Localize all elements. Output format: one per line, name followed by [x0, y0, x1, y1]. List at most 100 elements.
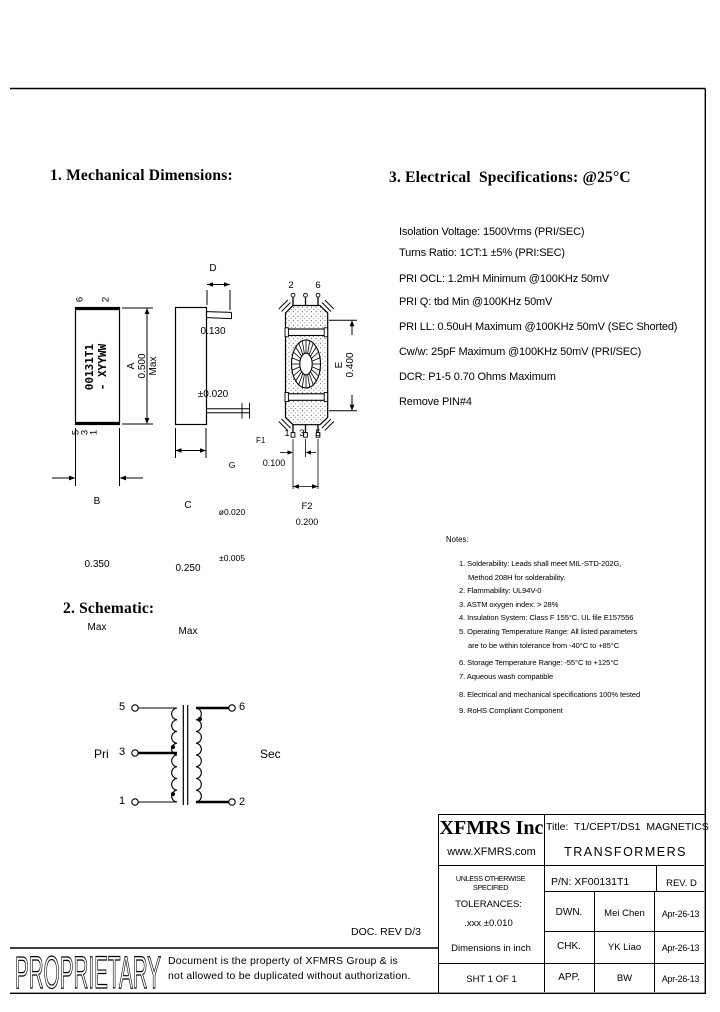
schematic-pin-5: 5 [119, 701, 126, 713]
note-line: 1. Solderability: Leads shall meet MIL-S… [459, 559, 622, 568]
dim-g-tol: ±0.005 [219, 553, 245, 563]
dim-a-label: A 0.500 Max [126, 311, 160, 421]
title-block: XFMRS Inc www.XFMRS.com Title: T1/CEPT/D… [438, 814, 709, 994]
dim-g-label: G ø0.020 ±0.005 [208, 427, 256, 598]
part-number: P/N: XF00131T1 [551, 876, 630, 888]
proprietary-note: Document is the property of XFMRS Group … [168, 954, 411, 983]
dim-d-value: 0.130 [200, 326, 226, 337]
front-view-drawing [278, 292, 357, 489]
drawing-title-line2: TRANSFORMERS [564, 845, 687, 859]
titleblock-divider [594, 891, 596, 993]
dim-c-max: Max [178, 626, 198, 637]
schematic-pin-3: 3 [119, 746, 126, 758]
schematic-sec-label: Sec [260, 747, 281, 761]
side-view-drawing [174, 282, 250, 458]
checked-by: YK Liao [607, 942, 642, 953]
frontview-pin-3: 3 [299, 428, 305, 439]
dim-b-value: 0.350 [84, 559, 110, 570]
dim-e-label: E 0.400 [334, 335, 356, 395]
checked-date: Apr-26-13 [661, 943, 700, 953]
section-schematic-heading: 2. Schematic: [63, 600, 155, 617]
notes-heading: Notes: [446, 535, 469, 544]
titleblock-divider [439, 865, 705, 867]
dim-a-max: Max [148, 356, 159, 376]
notes-list: 1. Solderability: Leads shall meet MIL-S… [459, 557, 714, 718]
sheet-number: SHT 1 OF 1 [466, 974, 517, 985]
dim-d-label: D 0.130 ±0.020 [188, 216, 238, 447]
top-view-drawing [52, 306, 153, 486]
note-line: are to be within tolerance from -40°C to… [468, 640, 620, 650]
company-website: www.XFMRS.com [447, 846, 536, 858]
dim-e-letter: E [334, 361, 345, 369]
note-line: 3. ASTM oxygen index: > 28% [459, 599, 559, 609]
spec-remove-pin: Remove PIN#4 [399, 396, 472, 408]
doc-rev: DOC. REV D/3 [351, 926, 422, 938]
marking-line1: 00131T1 [83, 343, 96, 391]
schematic-pri-label: Pri [94, 747, 109, 761]
section-mechanical-heading: 1. Mechanical Dimensions: [50, 167, 233, 184]
note-line: 8. Electrical and mechanical specificati… [459, 690, 641, 700]
note-line: Method 208H for solderability. [468, 572, 566, 582]
note-line: 6. Storage Temperature Range: -55°C to +… [459, 658, 619, 668]
note-line: 7. Aqueous wash compatible [459, 671, 554, 681]
dim-d-letter: D [209, 263, 217, 274]
dimensions-in-inch: Dimensions in inch [451, 943, 531, 954]
spec-dcr: DCR: P1-5 0.70 Ohms Maximum [399, 371, 556, 383]
drawing-title-line1: Title: T1/CEPT/DS1 MAGNETICS [546, 821, 709, 833]
dim-a-value: 0.500 [137, 353, 148, 379]
note-line: 2. Flammability: UL94V-0 [459, 586, 542, 596]
approved-date: Apr-26-13 [661, 974, 700, 984]
marking-line2: - XYYWW [96, 343, 109, 391]
dim-e-value: 0.400 [345, 352, 356, 378]
frontview-pin-1: 1 [284, 428, 290, 439]
drawn-date: Apr-26-13 [661, 909, 700, 919]
role-chk: CHK. [557, 941, 581, 952]
dim-c-value: 0.250 [175, 563, 201, 574]
frontview-pin-2: 2 [288, 280, 294, 291]
dim-g-letter: G [228, 460, 236, 470]
tolerance-value: .xxx ±0.010 [464, 918, 513, 929]
drawn-by: Mei Chen [604, 908, 645, 919]
unless-otherwise-specified: UNLESS OTHERWISE SPECIFIED [455, 874, 526, 892]
spec-cww: Cw/w: 25pF Maximum @100KHz 50mV (PRI/SEC… [399, 346, 642, 358]
proprietary-word: PROPRIETARY [15, 947, 161, 998]
titleblock-divider [656, 865, 658, 891]
company-name: XFMRS Inc [439, 817, 544, 839]
revision: REV. D [666, 878, 697, 889]
note-line: 9. RoHS Compliant Component [459, 705, 563, 715]
schematic-drawing [131, 704, 236, 806]
topview-pin-6: 6 [74, 296, 86, 303]
dim-g-value: ø0.020 [218, 506, 246, 517]
role-dwn: DWN. [555, 907, 583, 918]
toroid-spokes [291, 340, 321, 388]
note-line: 4. Insulation System: Class F 155°C. UL … [459, 613, 634, 623]
schematic-pin-6: 6 [239, 701, 246, 713]
dim-c-letter: C [184, 500, 192, 511]
schematic-pin-1: 1 [119, 795, 126, 807]
frontview-pin-6: 6 [315, 280, 321, 291]
dim-d-tol: ±0.020 [197, 389, 229, 400]
dim-c-label: C 0.250 Max [163, 453, 213, 684]
dim-f2-letter: F2 [301, 501, 313, 512]
section-electrical-heading: 3. Electrical Specifications: @25°C [389, 169, 631, 186]
titleblock-divider [544, 815, 546, 993]
spec-pri-ocl: PRI OCL: 1.2mH Minimum @100KHz 50mV [399, 273, 610, 285]
approved-by: BW [616, 973, 633, 984]
dim-f2-value: 0.200 [295, 517, 319, 527]
schematic-pin-2: 2 [239, 796, 246, 808]
dim-b-label: B 0.350 Max [72, 449, 122, 680]
titleblock-divider [439, 963, 705, 965]
titleblock-divider [544, 891, 705, 893]
dim-b-max: Max [87, 622, 107, 633]
titleblock-divider [544, 931, 705, 933]
spec-pri-ll: PRI LL: 0.50uH Maximum @100KHz 50mV (SEC… [399, 321, 678, 333]
part-marking: 00131T1- XYYWW [83, 312, 109, 422]
note-line: 5. Operating Temperature Range: All list… [459, 626, 638, 636]
dim-f1-value: 0.100 [262, 458, 286, 468]
spec-pri-q: PRI Q: tbd Min @100KHz 50mV [399, 296, 553, 308]
spec-isolation-voltage: Isolation Voltage: 1500Vrms (PRI/SEC) [399, 226, 585, 238]
spec-turns-ratio: Turns Ratio: 1CT:1 ±5% (PRI:SEC) [399, 247, 565, 259]
proprietary-line1: Document is the property of XFMRS Group … [168, 955, 398, 967]
